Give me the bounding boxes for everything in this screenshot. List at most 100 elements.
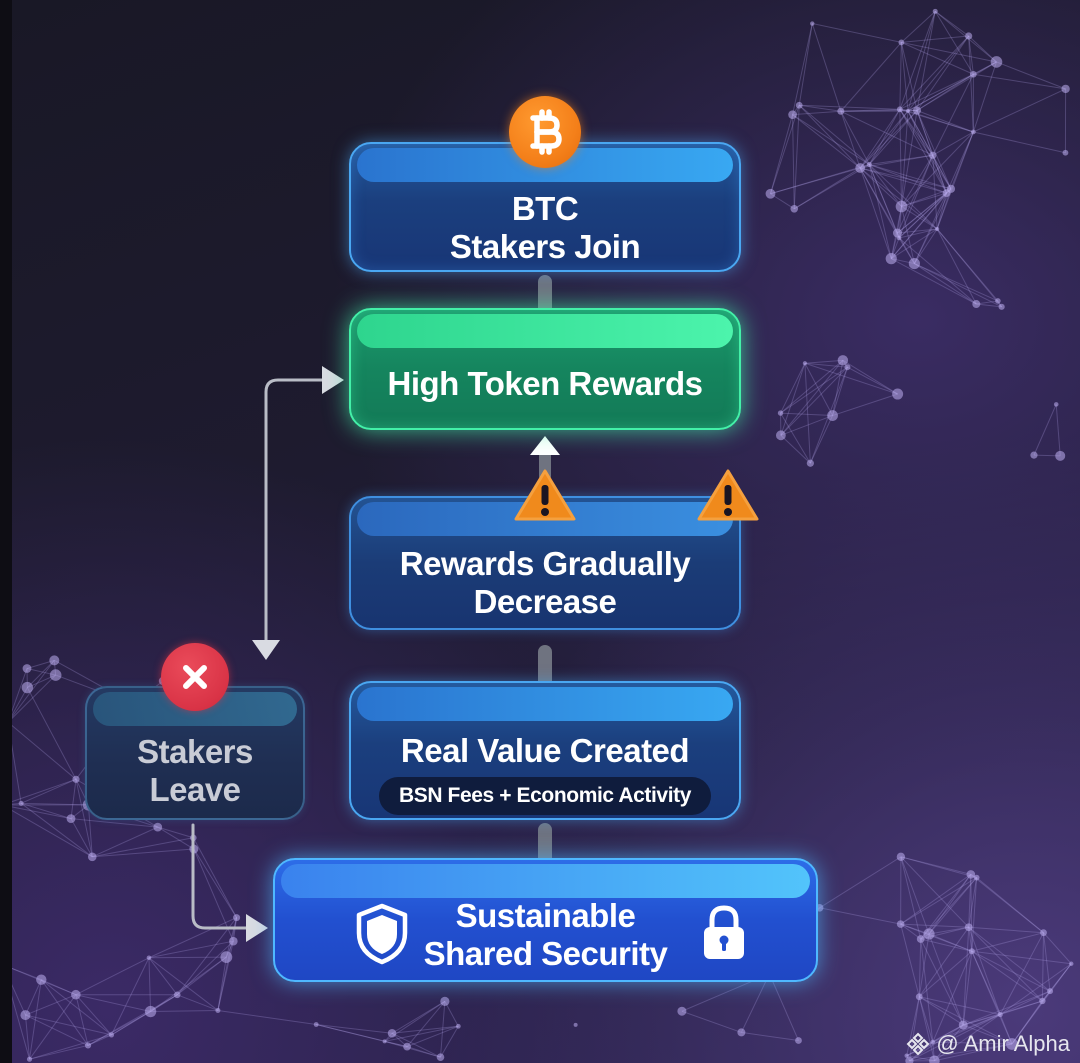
network-edge: [971, 877, 978, 952]
network-edge: [1041, 932, 1045, 1001]
network-edge: [177, 994, 219, 1011]
network-edge: [780, 412, 811, 464]
network-edge: [75, 779, 93, 857]
network-node: [573, 1022, 578, 1027]
network-edge: [391, 1032, 441, 1058]
network-edge: [907, 73, 974, 112]
node-sustainable-shared-security: Sustainable Shared Security: [273, 858, 818, 982]
network-edge: [148, 957, 219, 1011]
network-edge: [914, 263, 999, 302]
network-edge: [932, 155, 952, 190]
network-edge: [780, 434, 811, 464]
network-edge: [148, 957, 152, 1012]
network-edge: [444, 1001, 459, 1027]
network-edge: [962, 951, 973, 1026]
network-node: [788, 110, 797, 119]
network-node: [970, 70, 977, 78]
network-edge: [798, 104, 870, 165]
network-edge: [900, 856, 971, 875]
network-edge: [87, 1034, 112, 1046]
network-edge: [918, 996, 935, 1061]
network-edge: [932, 1041, 1012, 1045]
network-edge: [928, 933, 964, 1026]
network-edge: [29, 994, 77, 1060]
node-cap: [357, 314, 733, 348]
network-edge: [148, 956, 227, 959]
network-edge: [75, 957, 150, 996]
network-edge: [316, 1024, 385, 1042]
network-edge: [780, 360, 844, 436]
network-edge: [25, 994, 77, 1016]
network-edge: [150, 1009, 218, 1013]
network-node: [233, 914, 241, 922]
network-edge: [971, 951, 1001, 1015]
network-edge: [148, 957, 178, 996]
network-edge: [859, 167, 898, 234]
network-edge: [792, 114, 870, 165]
network-node: [895, 200, 908, 213]
network-edge: [934, 1024, 964, 1062]
network-node: [930, 1039, 936, 1045]
network-edge: [971, 950, 1072, 965]
network-edge: [217, 957, 227, 1011]
network-edge: [70, 818, 158, 828]
network-edge: [868, 110, 918, 165]
network-node: [898, 39, 905, 46]
network-edge: [918, 926, 970, 998]
network-edge: [999, 932, 1044, 1015]
network-edge: [812, 23, 902, 43]
network-edge: [920, 874, 972, 940]
network-edge: [928, 877, 977, 935]
network-edge: [968, 35, 974, 133]
node-rewards-decrease-line2: Decrease: [473, 583, 617, 620]
network-edge: [968, 35, 997, 63]
network-edge: [217, 917, 238, 1011]
network-edge: [2, 804, 93, 858]
network-edge: [70, 779, 77, 819]
network-edge: [24, 1015, 31, 1060]
network-edge: [391, 1000, 446, 1034]
network-edge: [798, 104, 861, 169]
node-stakers-leave-line1: Stakers: [137, 733, 253, 770]
network-node: [827, 410, 838, 421]
network-edge: [176, 956, 227, 996]
network-edge: [440, 1026, 459, 1058]
network-edge: [859, 110, 918, 169]
network-edge: [193, 848, 234, 942]
bitcoin-icon: [509, 96, 581, 168]
network-edge: [900, 856, 930, 935]
network-edge: [681, 1010, 742, 1033]
network-edge: [934, 1014, 1001, 1062]
network-edge: [217, 1009, 317, 1026]
network-node: [935, 226, 940, 232]
network-edge: [899, 73, 974, 110]
network-edge: [936, 228, 1003, 308]
network-edge: [897, 228, 938, 234]
network-edge: [792, 114, 861, 169]
network-edge: [792, 23, 813, 115]
node-real-value-sublabel: BSN Fees + Economic Activity: [378, 777, 712, 815]
network-edge: [860, 167, 952, 190]
network-node: [896, 852, 906, 862]
network-node: [866, 162, 872, 168]
network-edge: [898, 188, 952, 239]
network-edge: [87, 804, 93, 857]
left-frame-edge: [0, 0, 12, 1063]
network-edge: [936, 228, 999, 302]
network-edge: [780, 412, 833, 417]
network-edge: [780, 359, 844, 414]
network-edge: [1043, 932, 1051, 992]
network-edge: [907, 35, 970, 112]
network-node: [229, 936, 238, 946]
network-node: [440, 996, 450, 1006]
network-edge: [26, 660, 55, 688]
network-edge: [999, 990, 1051, 1015]
network-node: [737, 1028, 746, 1037]
network-node: [1047, 988, 1054, 995]
network-edge: [932, 155, 948, 194]
network-node: [966, 870, 976, 879]
network-edge: [973, 131, 1066, 154]
network-edge: [792, 114, 795, 209]
network-node: [173, 991, 181, 999]
network-edge: [907, 110, 952, 190]
